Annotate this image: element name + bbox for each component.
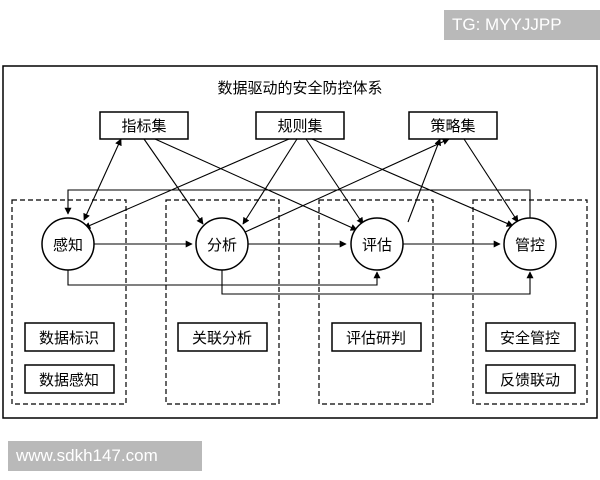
circle-analysis	[195, 217, 249, 271]
circle-perception	[41, 217, 95, 271]
stage-perception: 感知	[53, 236, 83, 254]
box-assessment-judgment	[331, 322, 422, 352]
stage-control: 管控	[515, 236, 545, 254]
box-security-control	[485, 322, 576, 352]
circle-control	[503, 217, 557, 271]
box-data-perception	[24, 364, 115, 394]
diagonal-arrows	[83, 138, 519, 234]
group-perception	[11, 199, 127, 405]
feedback-loop	[64, 189, 531, 220]
group-evaluation	[318, 199, 434, 405]
watermark-bottom: www.sdkh147.com	[8, 441, 202, 471]
box-rule-set	[255, 111, 345, 140]
diagram-title: 数据驱动的安全防控体系	[217, 79, 382, 97]
box-feedback-linkage	[485, 364, 576, 394]
group-analysis	[165, 199, 280, 405]
box-strategy-set	[408, 111, 498, 140]
stage-analysis: 分析	[207, 236, 237, 254]
box-data-identification	[24, 322, 115, 352]
label-data-perception: 数据感知	[39, 371, 99, 389]
label-security-control: 安全管控	[500, 329, 560, 347]
circle-evaluation	[350, 217, 404, 271]
label-feedback-linkage: 反馈联动	[500, 371, 560, 389]
bypass-arrow-2	[221, 270, 534, 295]
label-indicator-set: 指标集	[121, 117, 166, 135]
outer-frame	[2, 65, 598, 419]
label-assessment-judgment: 评估研判	[346, 329, 406, 347]
box-correlation-analysis	[177, 322, 268, 352]
stage-evaluation: 评估	[362, 236, 392, 254]
label-rule-set: 规则集	[277, 117, 322, 135]
box-indicator-set	[99, 111, 189, 140]
watermark-top: TG: MYYJJPP	[444, 10, 600, 40]
label-data-identification: 数据标识	[39, 329, 99, 347]
label-strategy-set: 策略集	[430, 117, 475, 135]
label-correlation-analysis: 关联分析	[192, 329, 252, 347]
